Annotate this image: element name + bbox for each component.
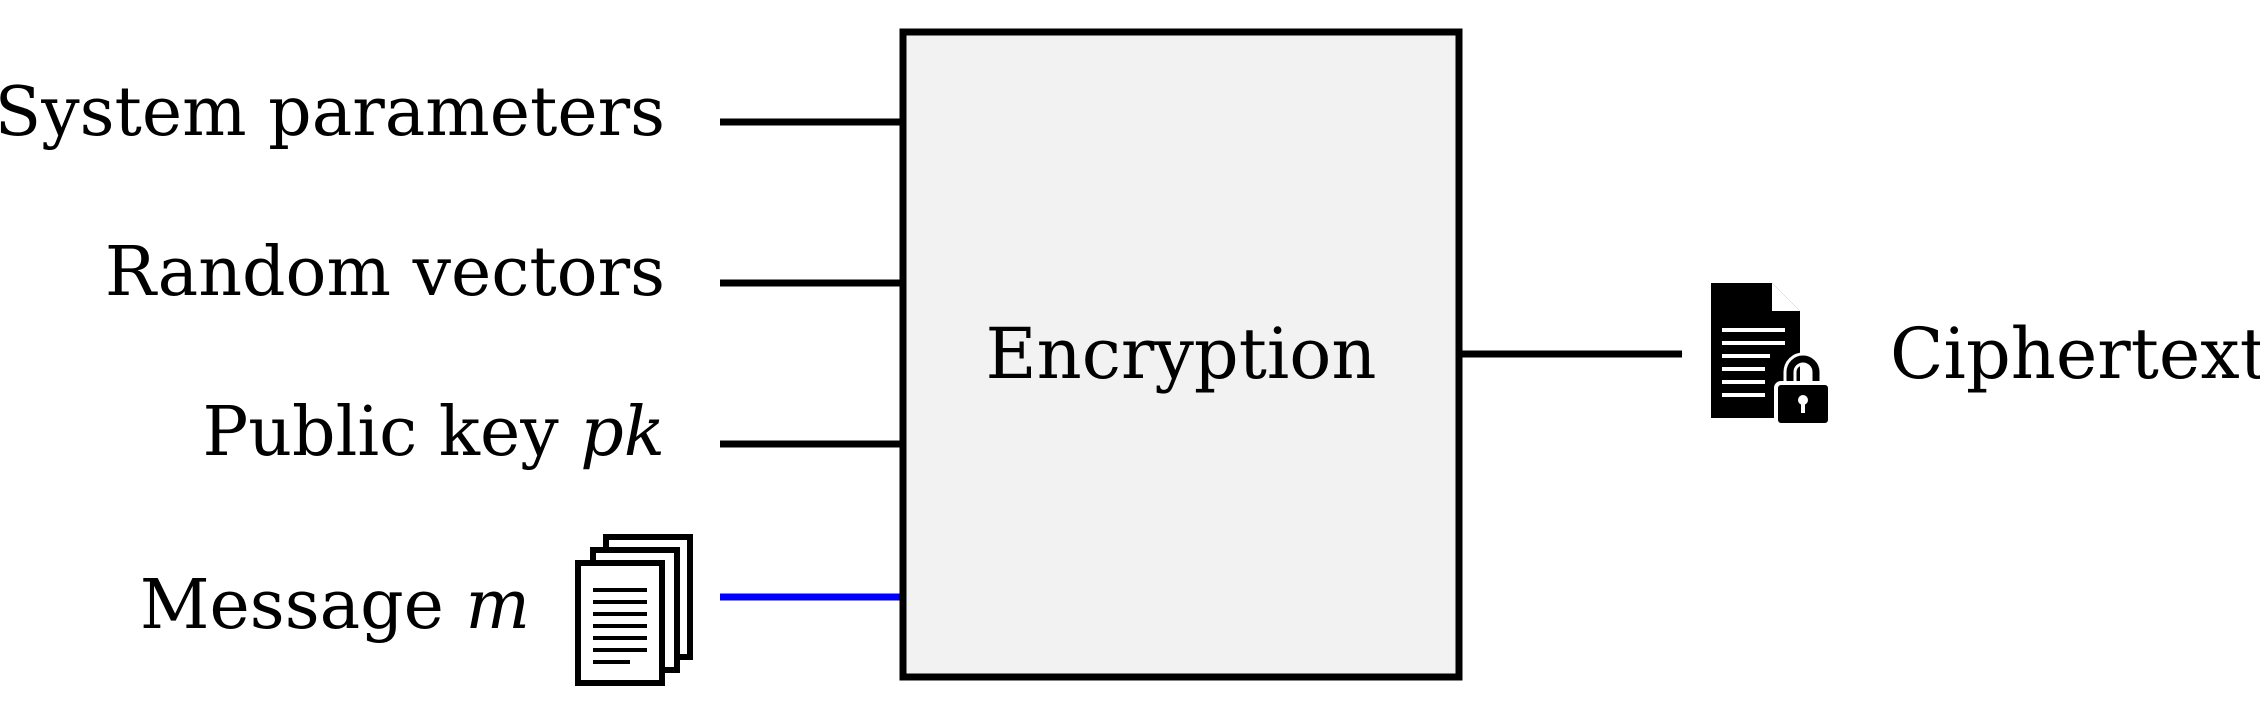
input-label-message: Message m [140, 566, 530, 645]
ciphertext-label: Ciphertext [1890, 313, 2260, 395]
input-label-random-vectors: Random vectors [105, 233, 665, 312]
encryption-label: Encryption [986, 313, 1377, 395]
input-label-system-parameters: System parameters [0, 73, 665, 152]
input-label-public-key: Public key pk [203, 393, 666, 472]
encryption-box [899, 28, 1463, 681]
stacked-documents-icon [575, 534, 693, 686]
locked-document-icon [1711, 283, 1832, 427]
